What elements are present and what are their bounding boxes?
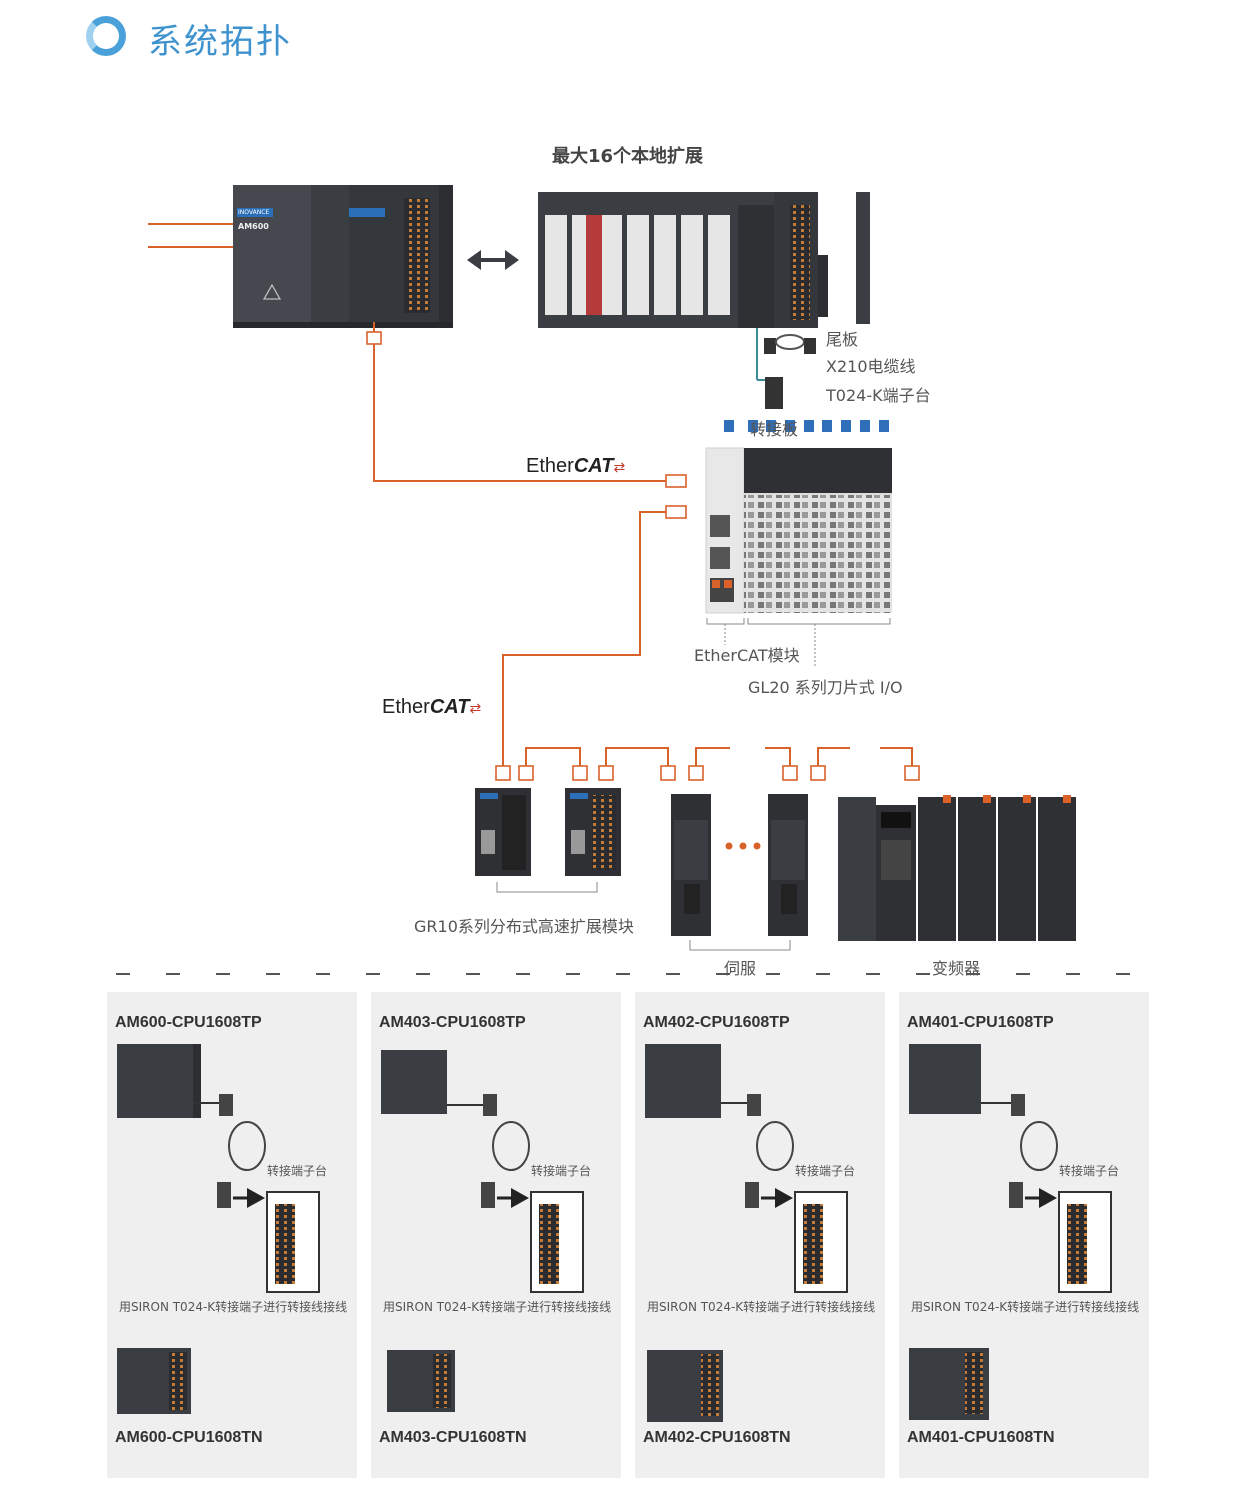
cpu-panel-am402: AM402-CPU1608TP 转接端子台 用SIRON T024-K转接端子进… — [635, 992, 885, 1478]
adapter-board-label: 转接板 — [750, 420, 799, 439]
panel-note: 用SIRON T024-K转接端子进行转接线接线 — [119, 1300, 348, 1314]
adapter-board-icon — [765, 377, 783, 409]
ethercat-wire-2 — [502, 511, 668, 768]
terminal-label: T024-K端子台 — [826, 386, 931, 405]
cpu-model-label: AM600 — [238, 222, 269, 231]
panel-bottom-model: AM600-CPU1608TN — [115, 1429, 263, 1446]
gl20-label: GL20 系列刀片式 I/O — [748, 678, 903, 697]
cpu-brand-label: INOVANCE — [238, 209, 270, 216]
ethercat-logo-2: EtherCAT⇄ — [382, 696, 482, 718]
cpu-panel-am600: AM600-CPU1608TP 转接端子台 用SIRON T024-K转接端子进… — [107, 992, 357, 1478]
cpu-unit — [233, 185, 453, 328]
ethercat-wire-1 — [373, 322, 668, 482]
panel-terminal-label: 转接端子台 — [267, 1164, 328, 1178]
panel-terminal-label: 转接端子台 — [795, 1164, 856, 1178]
panel-terminal-label: 转接端子台 — [531, 1164, 592, 1178]
panel-top-model: AM403-CPU1608TP — [379, 1014, 526, 1031]
gl20-io-assembly — [705, 420, 892, 614]
panel-top-model: AM600-CPU1608TP — [115, 1014, 262, 1031]
panel-note: 用SIRON T024-K转接端子进行转接线接线 — [911, 1300, 1140, 1314]
panel-note: 用SIRON T024-K转接端子进行转接线接线 — [647, 1300, 876, 1314]
cpu-panel-am403: AM403-CPU1608TP 转接端子台 用SIRON T024-K转接端子进… — [371, 992, 621, 1478]
gr10-label: GR10系列分布式高速扩展模块 — [414, 917, 634, 936]
ethercat-chain — [525, 747, 913, 768]
local-expansion-rack — [538, 192, 870, 328]
servo-label: 伺服 — [724, 959, 757, 978]
cable-label: X210电缆线 — [826, 357, 916, 376]
gr10-modules — [475, 788, 621, 876]
ellipsis-dots — [725, 842, 761, 850]
panel-note: 用SIRON T024-K转接端子进行转接线接线 — [383, 1300, 612, 1314]
cpu-panel-am401: AM401-CPU1608TP 转接端子台 用SIRON T024-K转接端子进… — [899, 992, 1149, 1478]
panel-drawing — [381, 1050, 584, 1412]
local-ext-title: 最大16个本地扩展 — [552, 146, 704, 167]
panel-top-model: AM402-CPU1608TP — [643, 1014, 790, 1031]
x210-cable-icon — [764, 334, 816, 354]
ethercat-module-label: EtherCAT模块 — [694, 646, 800, 665]
panel-terminal-label: 转接端子台 — [1059, 1164, 1120, 1178]
panel-drawing — [117, 1044, 320, 1414]
panel-bottom-model: AM401-CPU1608TN — [907, 1429, 1055, 1446]
vfd-group — [838, 795, 1076, 941]
title-ring-icon — [86, 16, 126, 56]
ethercat-logo-1: EtherCAT⇄ — [526, 455, 626, 477]
double-arrow-icon — [467, 250, 519, 270]
panel-drawing — [909, 1044, 1112, 1420]
vfd-label: 变频器 — [932, 959, 981, 978]
panel-bottom-model: AM403-CPU1608TN — [379, 1429, 527, 1446]
panel-top-model: AM401-CPU1608TP — [907, 1014, 1054, 1031]
page-title: 系统拓扑 — [148, 22, 292, 62]
panel-bottom-model: AM402-CPU1608TN — [643, 1429, 791, 1446]
tail-plate-label: 尾板 — [826, 330, 859, 349]
rj45-connectors — [366, 331, 687, 519]
servo-drives — [671, 794, 808, 936]
panel-drawing — [645, 1044, 848, 1422]
